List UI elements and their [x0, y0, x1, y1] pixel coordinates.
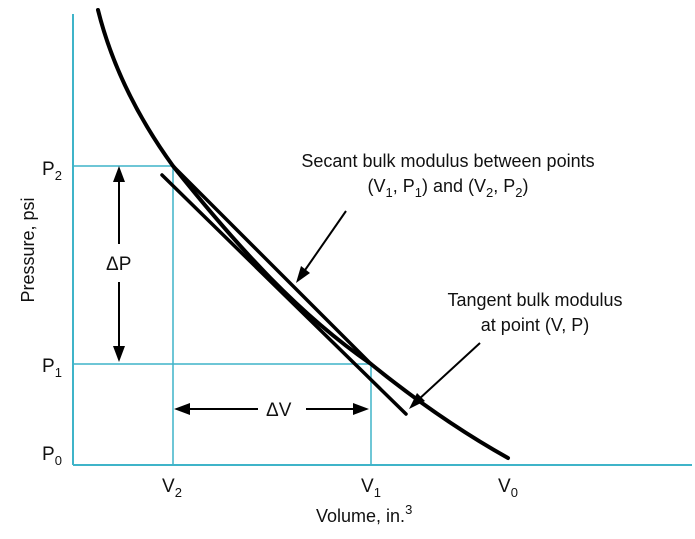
- tangent-annotation-line1: Tangent bulk modulus: [447, 290, 622, 310]
- tangent-leader-arrow: [409, 342, 481, 409]
- v1-label: V1: [361, 476, 381, 500]
- delta-v-label: ΔV: [266, 400, 292, 421]
- delta-v-arrow: [174, 403, 369, 415]
- delta-p-label: ΔP: [106, 254, 131, 275]
- y-axis-title: Pressure, psi: [18, 197, 38, 302]
- secant-line: [171, 164, 373, 366]
- p2-label: P2: [42, 159, 62, 183]
- delta-p-arrow: [113, 166, 125, 362]
- secant-annotation-line2: (V1, P1) and (V2, P2): [368, 176, 529, 200]
- tangent-line: [160, 173, 408, 416]
- tangent-annotation-line2: at point (V, P): [481, 315, 589, 335]
- pressure-volume-curve: [96, 8, 510, 460]
- p1-label: P1: [42, 356, 62, 380]
- v0-label: V0: [498, 476, 518, 500]
- x-axis-title: Volume, in.3: [316, 502, 412, 526]
- secant-annotation-line1: Secant bulk modulus between points: [301, 151, 594, 171]
- v2-label: V2: [162, 476, 182, 500]
- secant-leader-arrow: [296, 210, 347, 283]
- p0-label: P0: [42, 444, 62, 468]
